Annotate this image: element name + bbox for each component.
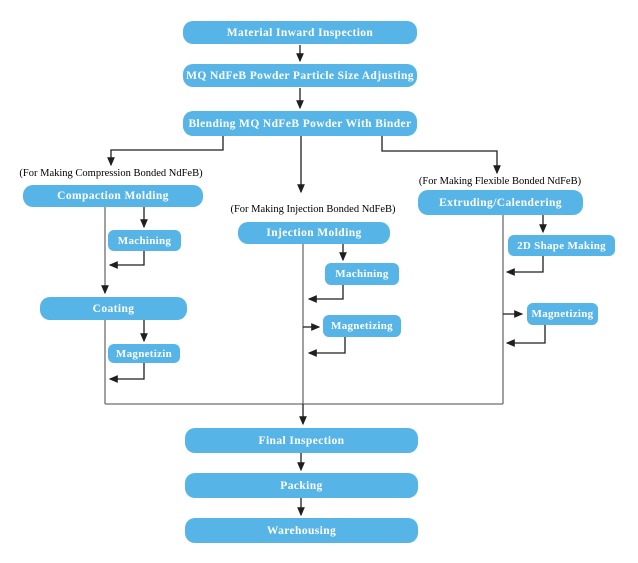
node-powder-particle-size-adjusting: MQ NdFeB Powder Particle Size Adjusting: [183, 64, 417, 87]
node-magnetizing-injection: Magnetizing: [323, 315, 401, 337]
branch-label-injection: (For Making Injection Bonded NdFeB): [230, 204, 396, 215]
node-blending-powder-with-binder: Blending MQ NdFeB Powder With Binder: [183, 111, 417, 136]
node-material-inward-inspection: Material Inward Inspection: [183, 21, 417, 44]
branch-label-compression: (For Making Compression Bonded NdFeB): [19, 168, 203, 179]
node-final-inspection: Final Inspection: [185, 428, 418, 453]
node-magnetizing-flexible: Magnetizing: [527, 303, 598, 325]
branch-label-flexible: (For Making Flexible Bonded NdFeB): [418, 176, 582, 187]
node-magnetizing-compression: Magnetizin: [108, 344, 180, 363]
node-packing: Packing: [185, 473, 418, 498]
node-warehousing: Warehousing: [185, 518, 418, 543]
node-extruding-calendering: Extruding/Calendering: [418, 190, 583, 215]
node-machining-compression: Machining: [108, 230, 181, 251]
node-2d-shape-making: 2D Shape Making: [508, 235, 615, 256]
node-compaction-molding: Compaction Molding: [23, 185, 203, 207]
node-coating: Coating: [40, 297, 187, 320]
node-injection-molding: Injection Molding: [238, 222, 390, 244]
node-machining-injection: Machining: [325, 263, 399, 285]
